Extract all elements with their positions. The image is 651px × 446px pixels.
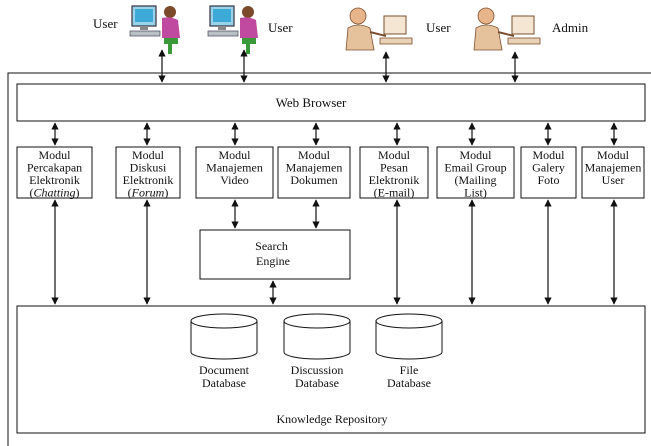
database-label-line: Database (387, 376, 431, 390)
module-label-line: Modul (38, 148, 71, 162)
module-label-line: Modul (459, 148, 492, 162)
user-label: User (426, 20, 451, 35)
user-figure-1: User (93, 5, 180, 54)
knowledge-repository-label: Knowledge Repository (277, 412, 388, 426)
module-label-line: Modul (532, 148, 565, 162)
module-label-line: Video (220, 173, 249, 187)
database-label-line: Discussion (291, 363, 344, 377)
module-label-line: Email Group (444, 161, 506, 175)
database-cylinder-icon (283, 313, 351, 360)
module-label-line: Elektronik (29, 173, 80, 187)
system-boundary (7, 72, 651, 446)
database-cylinder-icon (190, 313, 258, 360)
module-label-line: (Mailing (455, 173, 497, 187)
user-figure-2: User (207, 5, 293, 54)
module-label-line: Modul (132, 148, 165, 162)
web-browser-label: Web Browser (276, 95, 347, 110)
user-label: User (268, 20, 293, 35)
module-box-frame (16, 146, 93, 199)
search-engine-box (199, 229, 351, 280)
admin-label: Admin (552, 20, 589, 35)
module-label-line: Diskusi (130, 161, 167, 175)
connector-layer (51, 49, 618, 305)
module-label-line: List) (464, 186, 487, 200)
user-figure-3: User (345, 7, 451, 51)
database-label-line: Database (295, 376, 339, 390)
module-label-line: Manajemen (206, 161, 263, 175)
module-label-line: User (602, 173, 625, 187)
module-label-line: Modul (378, 148, 411, 162)
module-label-line: Dokumen (290, 173, 337, 187)
man-at-computer-icon (473, 7, 541, 51)
search-engine-line: Search (255, 239, 288, 253)
search-engine-label: Search Engine (255, 239, 291, 268)
module-label-line: Modul (597, 148, 630, 162)
module-label-line: Elektronik (123, 173, 174, 187)
module-label-line: (E-mail) (374, 186, 415, 200)
module-label-line: Manajemen (585, 161, 642, 175)
module-box-frame (115, 146, 181, 199)
search-engine-line: Engine (256, 254, 290, 268)
module-label-line: Foto (537, 173, 559, 187)
module-label-line: (Chatting) (29, 186, 79, 200)
module-label-line: Modul (298, 148, 331, 162)
user-label: User (93, 16, 118, 31)
database-label-line: Database (202, 376, 246, 390)
module-label-line: Galery (532, 161, 565, 175)
module-label-line: Percakapan (27, 161, 82, 175)
database-label-line: Document (199, 363, 250, 377)
web-browser-box (16, 83, 646, 122)
module-label-line: (Forum) (128, 186, 169, 200)
module-box-frame (436, 146, 515, 199)
woman-at-computer-icon (129, 5, 180, 54)
module-box-frame (277, 146, 351, 199)
module-label-line: Manajemen (286, 161, 343, 175)
module-label-line: Elektronik (369, 173, 420, 187)
woman-at-computer-icon (207, 5, 258, 54)
man-at-computer-icon (345, 7, 413, 51)
module-box-frame (359, 146, 429, 199)
module-box-frame (520, 146, 577, 199)
module-label-line: Modul (218, 148, 251, 162)
database-label-line: File (400, 363, 419, 377)
database-cylinder-icon (375, 313, 443, 360)
admin-figure: Admin (473, 7, 589, 51)
module-label-line: Pesan (380, 161, 408, 175)
module-box-frame (581, 146, 645, 199)
module-box-frame (195, 146, 274, 199)
